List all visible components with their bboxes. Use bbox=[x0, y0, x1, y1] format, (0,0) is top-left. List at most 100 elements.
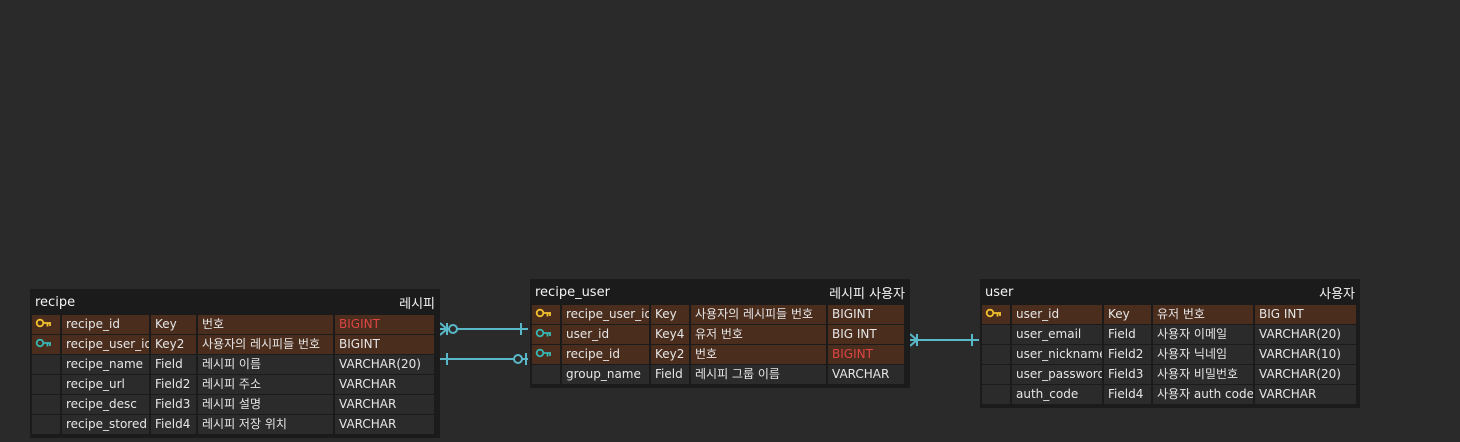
field-type: VARCHAR bbox=[335, 375, 434, 394]
field-type: VARCHAR bbox=[1255, 385, 1356, 404]
key-icon-cell bbox=[532, 305, 560, 324]
entity-header[interactable]: recipe_user 레시피 사용자 bbox=[532, 279, 908, 305]
key-icon-cell bbox=[532, 325, 560, 344]
relation-recipe-user-to-user[interactable] bbox=[909, 333, 979, 347]
key-icon-cell bbox=[32, 395, 60, 414]
field-kind: Key bbox=[651, 305, 689, 324]
field-description: 레시피 저장 위치 bbox=[198, 415, 333, 434]
field-kind: Field3 bbox=[1104, 365, 1151, 384]
field-kind: Field3 bbox=[151, 395, 196, 414]
field-name: group_name bbox=[562, 365, 649, 384]
entity-name: user bbox=[985, 284, 1014, 300]
field-description: 레시피 이름 bbox=[198, 355, 333, 374]
field-name: user_id bbox=[562, 325, 649, 344]
field-type: VARCHAR(10) bbox=[1255, 345, 1356, 364]
key-icon-cell bbox=[982, 305, 1010, 324]
field-kind: Field bbox=[1104, 325, 1151, 344]
field-type: BIG INT bbox=[1255, 305, 1356, 324]
field-name: user_email bbox=[1012, 325, 1102, 344]
field-description: 레시피 그룹 이름 bbox=[691, 365, 826, 384]
relation-recipe-to-recipe-user[interactable] bbox=[439, 322, 528, 336]
field-name: user_password bbox=[1012, 365, 1102, 384]
foreign-key-icon bbox=[35, 337, 52, 351]
key-icon-cell bbox=[32, 335, 60, 354]
field-name: recipe_user_id bbox=[562, 305, 649, 324]
key-icon-cell bbox=[32, 375, 60, 394]
field-kind: Field4 bbox=[151, 415, 196, 434]
field-kind: Field4 bbox=[1104, 385, 1151, 404]
key-icon-cell bbox=[532, 365, 560, 384]
field-kind: Key4 bbox=[651, 325, 689, 344]
field-name: recipe_name bbox=[62, 355, 149, 374]
field-description: 번호 bbox=[691, 345, 826, 364]
field-description: 유저 번호 bbox=[1153, 305, 1253, 324]
field-type: BIGINT bbox=[335, 335, 434, 354]
key-icon-cell bbox=[32, 355, 60, 374]
entity-name: recipe_user bbox=[535, 284, 610, 300]
field-name: user_id bbox=[1012, 305, 1102, 324]
field-description: 레시피 주소 bbox=[198, 375, 333, 394]
field-name: recipe_id bbox=[62, 315, 149, 334]
field-description: 유저 번호 bbox=[691, 325, 826, 344]
field-type: BIG INT bbox=[828, 325, 904, 344]
field-kind: Field bbox=[151, 355, 196, 374]
entity-header[interactable]: recipe 레시피 bbox=[32, 289, 438, 315]
field-description: 사용자 비밀번호 bbox=[1153, 365, 1253, 384]
field-description: 레시피 설명 bbox=[198, 395, 333, 414]
key-icon-cell bbox=[532, 345, 560, 364]
field-kind: Field bbox=[651, 365, 689, 384]
field-name: recipe_desc bbox=[62, 395, 149, 414]
field-type: VARCHAR(20) bbox=[335, 355, 434, 374]
foreign-key-icon bbox=[535, 347, 552, 361]
primary-key-icon bbox=[535, 307, 552, 321]
field-description: 사용자의 레시피들 번호 bbox=[691, 305, 826, 324]
field-kind: Key2 bbox=[651, 345, 689, 364]
field-type: BIGINT bbox=[828, 305, 904, 324]
field-kind: Key bbox=[1104, 305, 1151, 324]
field-name: user_nickname bbox=[1012, 345, 1102, 364]
field-description: 사용자 auth code bbox=[1153, 385, 1253, 404]
entity-label: 레시피 사용자 bbox=[829, 286, 905, 302]
entity-label: 사용자 bbox=[1319, 286, 1355, 302]
field-type: VARCHAR bbox=[335, 395, 434, 414]
key-icon-cell bbox=[982, 385, 1010, 404]
relation-recipe-user-to-recipe[interactable] bbox=[440, 353, 528, 365]
foreign-key-icon bbox=[535, 327, 552, 341]
primary-key-icon bbox=[35, 317, 52, 331]
field-description: 사용자의 레시피들 번호 bbox=[198, 335, 333, 354]
entity-label: 레시피 bbox=[399, 296, 435, 312]
field-kind: Key bbox=[151, 315, 196, 334]
field-type: VARCHAR(20) bbox=[1255, 365, 1356, 384]
entity-header[interactable]: user 사용자 bbox=[982, 279, 1358, 305]
key-icon-cell bbox=[982, 325, 1010, 344]
field-name: recipe_url bbox=[62, 375, 149, 394]
field-name: auth_code bbox=[1012, 385, 1102, 404]
field-name: recipe_stored bbox=[62, 415, 149, 434]
key-icon-cell bbox=[982, 345, 1010, 364]
field-type: VARCHAR bbox=[335, 415, 434, 434]
field-kind: Field2 bbox=[1104, 345, 1151, 364]
field-kind: Field2 bbox=[151, 375, 196, 394]
